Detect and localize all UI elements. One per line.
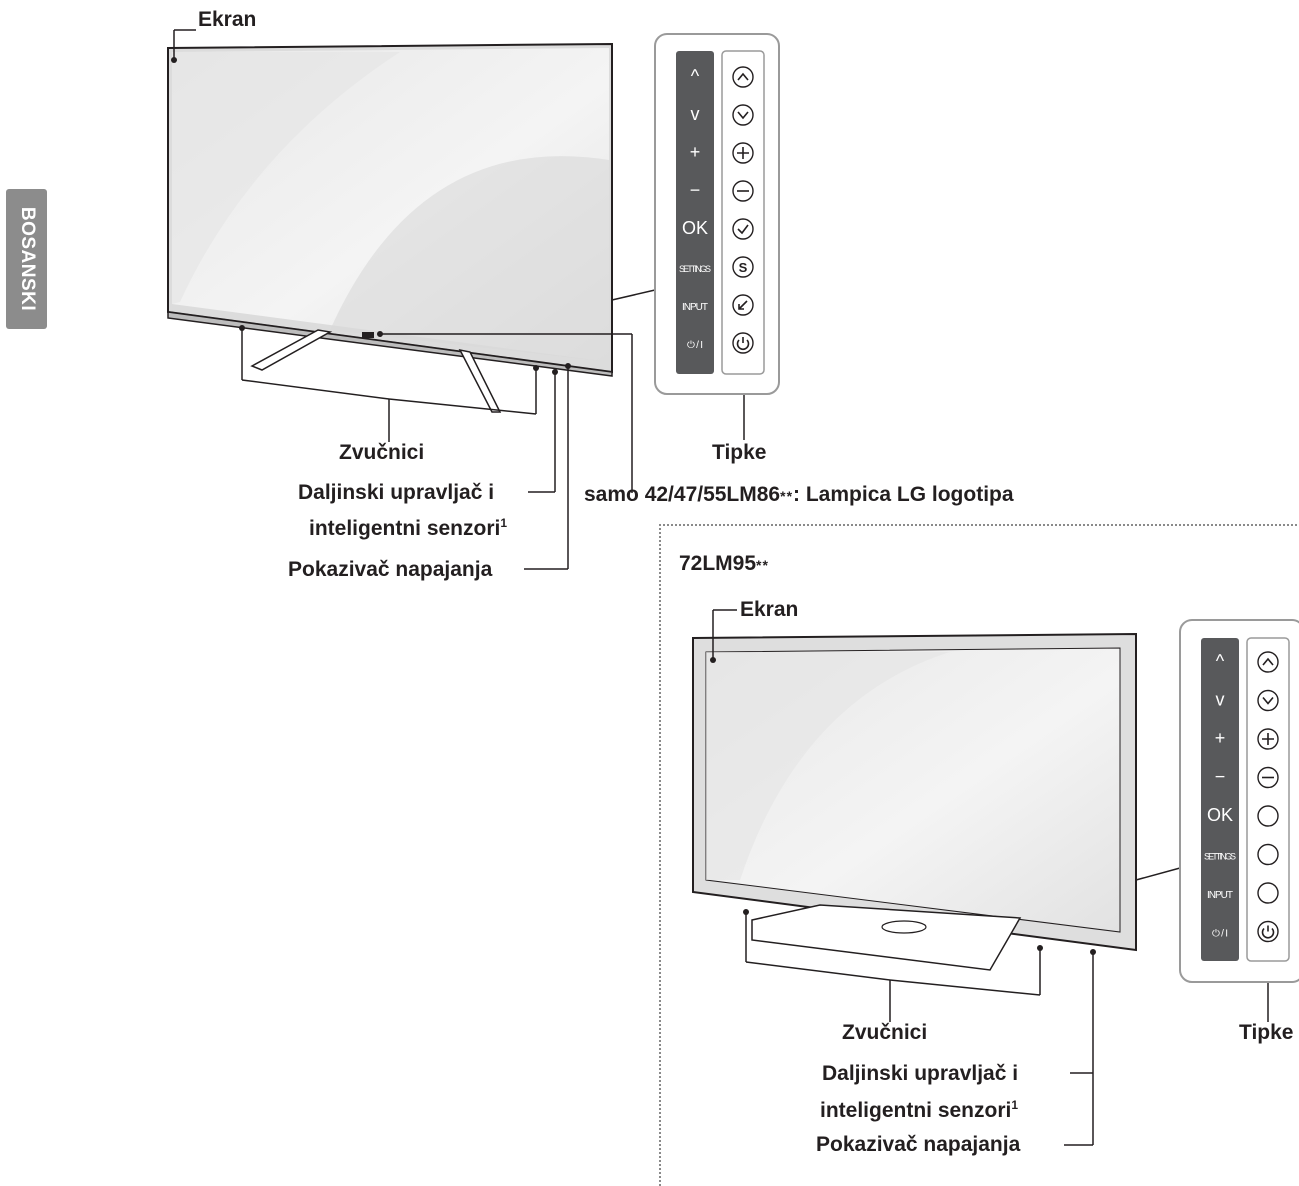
tv2-speakers-label: Zvučnici <box>842 1021 928 1044</box>
tv1-down-icon-glyph <box>737 111 749 120</box>
tv1-logo-light <box>362 332 374 338</box>
tv2-remote-label-line1: Daljinski upravljač i <box>822 1062 1019 1085</box>
tv2-settings-icon <box>1257 843 1279 866</box>
tv2-control-panel <box>1179 619 1299 983</box>
tv1-ok-icon <box>732 218 754 240</box>
tv2-button-label: + <box>1215 728 1226 748</box>
tv1-logo-light-stars: ** <box>780 488 794 504</box>
tv2-model-stars: ** <box>756 557 769 573</box>
tv1-button-label: INPUT <box>682 302 708 313</box>
tv1-up-icon-glyph <box>737 72 749 81</box>
tv1-input-icon-glyph <box>738 300 748 310</box>
tv1-control-panel <box>654 33 780 395</box>
tv2-power-icon-glyph <box>1261 925 1275 939</box>
tv2-up-icon-glyph <box>1262 657 1274 666</box>
tv1-ok-icon-glyph <box>737 224 749 235</box>
tv1-button-icons: S <box>732 66 754 354</box>
tv1-settings-icon <box>732 256 754 278</box>
tv1-speakers-label: Zvučnici <box>339 441 425 464</box>
tv1-power-label: Pokazivač napajanja <box>288 558 493 581</box>
tv2-down-icon <box>1257 689 1279 712</box>
model-72lm95-frame <box>659 524 1299 1186</box>
tv2-buttons-label: Tipke <box>1239 1021 1294 1044</box>
tv2-input-icon <box>1257 882 1279 904</box>
tv1-button-label: SETTINGS <box>679 264 711 274</box>
tv1-leader-lines <box>173 29 745 570</box>
tv2-button-label: − <box>1215 767 1226 787</box>
tv1-power-icon-glyph <box>736 337 750 351</box>
tv2-up-icon <box>1257 651 1279 673</box>
language-tab: BOSANSKI <box>6 189 47 329</box>
tv1-buttons-label: Tipke <box>712 441 767 464</box>
tv2-ok-icon <box>1257 805 1279 827</box>
tv1-remote-label-text: inteligentni senzori <box>309 517 501 540</box>
tv2-button-label: INPUT <box>1207 890 1233 901</box>
tv2-remote-label-text: inteligentni senzori <box>820 1099 1012 1122</box>
tv2-down-icon-glyph <box>1262 696 1274 705</box>
tv1-logo-light-label: samo 42/47/55LM86**: Lampica LG logotipa <box>584 483 1014 508</box>
tv1-plus-icon-glyph <box>737 147 749 159</box>
tv1-remote-label-line1: Daljinski upravljač i <box>298 481 495 504</box>
tv1-down-icon <box>732 104 754 126</box>
tv2-model-label: 72LM95** <box>679 552 769 577</box>
tv1-remote-label-line2: inteligentni senzori1 <box>309 511 507 541</box>
tv2-screen-label: Ekran <box>740 598 799 621</box>
tv1-up-icon <box>732 66 754 88</box>
tv1-screen-label: Ekran <box>198 8 257 31</box>
tv2-drawing <box>692 632 1181 971</box>
tv1-logo-light-text: : Lampica LG logotipa <box>793 483 1014 506</box>
tv1-logo-light-model: samo 42/47/55LM86 <box>584 483 781 506</box>
tv1-button-label: ^ <box>691 66 700 86</box>
tv2-plus-icon-glyph <box>1262 733 1274 745</box>
tv2-button-icons <box>1257 651 1279 943</box>
tv2-button-label: ^ <box>1216 651 1225 671</box>
tv2-remote-label-line2: inteligentni senzori1 <box>820 1093 1018 1123</box>
tv1-settings-glyph: S <box>739 260 748 275</box>
tv1-remote-footnote: 1 <box>500 516 508 530</box>
tv1-button-label: − <box>690 180 701 200</box>
tv2-model-number: 72LM95 <box>679 552 757 575</box>
tv2-remote-footnote: 1 <box>1011 1098 1019 1112</box>
tv1-button-label: v <box>691 104 700 124</box>
tv1-button-label: + <box>690 142 701 162</box>
tv2-leader-lines <box>712 609 1269 1146</box>
tv2-button-label: OK <box>1207 805 1233 825</box>
tv1-drawing <box>167 42 656 413</box>
tv2-button-label: v <box>1216 690 1225 710</box>
tv2-power-label: Pokazivač napajanja <box>816 1133 1021 1156</box>
tv1-button-label: OK <box>682 218 708 238</box>
tv2-button-label: SETTINGS <box>1204 852 1236 862</box>
